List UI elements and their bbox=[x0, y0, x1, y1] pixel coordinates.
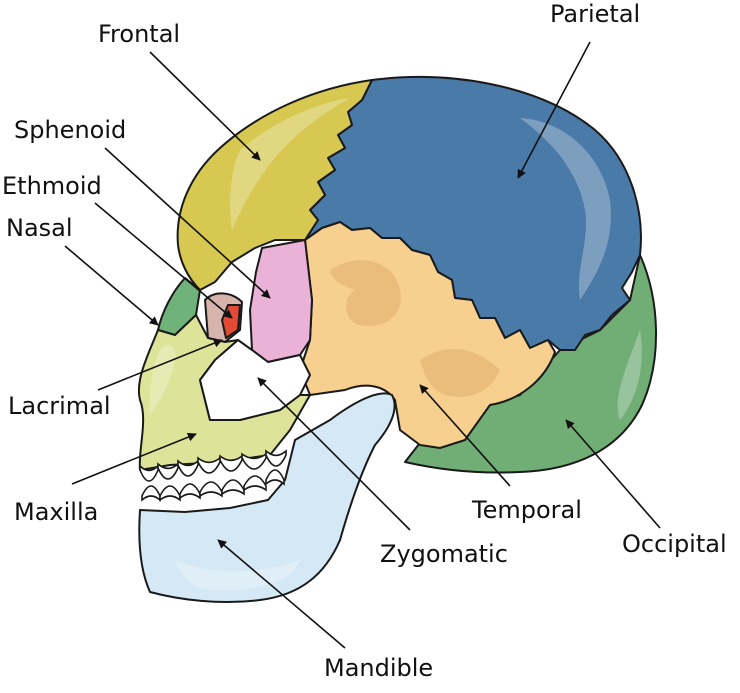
label-parietal: Parietal bbox=[550, 0, 640, 28]
label-sphenoid: Sphenoid bbox=[14, 116, 126, 144]
teeth bbox=[139, 449, 287, 502]
leader-mandible bbox=[217, 539, 346, 649]
tooth bbox=[141, 485, 161, 502]
temporal-shade bbox=[330, 260, 401, 326]
zygomatic-bone bbox=[199, 339, 311, 421]
frontal-bone bbox=[176, 79, 373, 291]
label-ethmoid: Ethmoid bbox=[2, 172, 102, 200]
label-mandible: Mandible bbox=[324, 654, 433, 682]
leader-zygomatic bbox=[257, 377, 411, 531]
tooth bbox=[199, 481, 223, 498]
occipital-highlight bbox=[617, 330, 642, 420]
sphenoid-bone bbox=[249, 239, 313, 363]
leader-parietal bbox=[517, 41, 591, 179]
leader-frontal bbox=[149, 51, 261, 161]
label-occipital: Occipital bbox=[622, 530, 727, 558]
label-temporal: Temporal bbox=[471, 496, 582, 524]
tooth bbox=[265, 469, 285, 486]
leader-occipital bbox=[565, 419, 661, 529]
frontal-highlight bbox=[230, 98, 350, 230]
parietal-highlight bbox=[520, 118, 611, 300]
leader-lines bbox=[64, 41, 661, 649]
maxilla-highlight bbox=[149, 344, 176, 415]
tooth bbox=[179, 483, 201, 500]
tooth bbox=[221, 479, 245, 496]
tooth bbox=[265, 449, 287, 467]
label-lacrimal: Lacrimal bbox=[8, 392, 111, 420]
label-maxilla: Maxilla bbox=[14, 498, 98, 526]
label-zygomatic: Zygomatic bbox=[380, 540, 508, 568]
leader-ethmoid bbox=[94, 202, 233, 319]
tooth bbox=[243, 475, 267, 492]
temporal-shade-lower bbox=[420, 349, 500, 397]
label-nasal: Nasal bbox=[6, 214, 73, 242]
mandible-bone bbox=[138, 392, 396, 604]
leader-maxilla bbox=[71, 432, 197, 485]
leader-nasal bbox=[64, 245, 159, 326]
labels: Frontal Parietal Sphenoid Ethmoid Nasal … bbox=[2, 0, 727, 682]
leader-temporal bbox=[419, 384, 511, 487]
leader-sphenoid bbox=[104, 147, 271, 299]
leader-lacrimal bbox=[97, 338, 223, 391]
label-frontal: Frontal bbox=[98, 20, 180, 48]
tooth bbox=[159, 485, 181, 502]
